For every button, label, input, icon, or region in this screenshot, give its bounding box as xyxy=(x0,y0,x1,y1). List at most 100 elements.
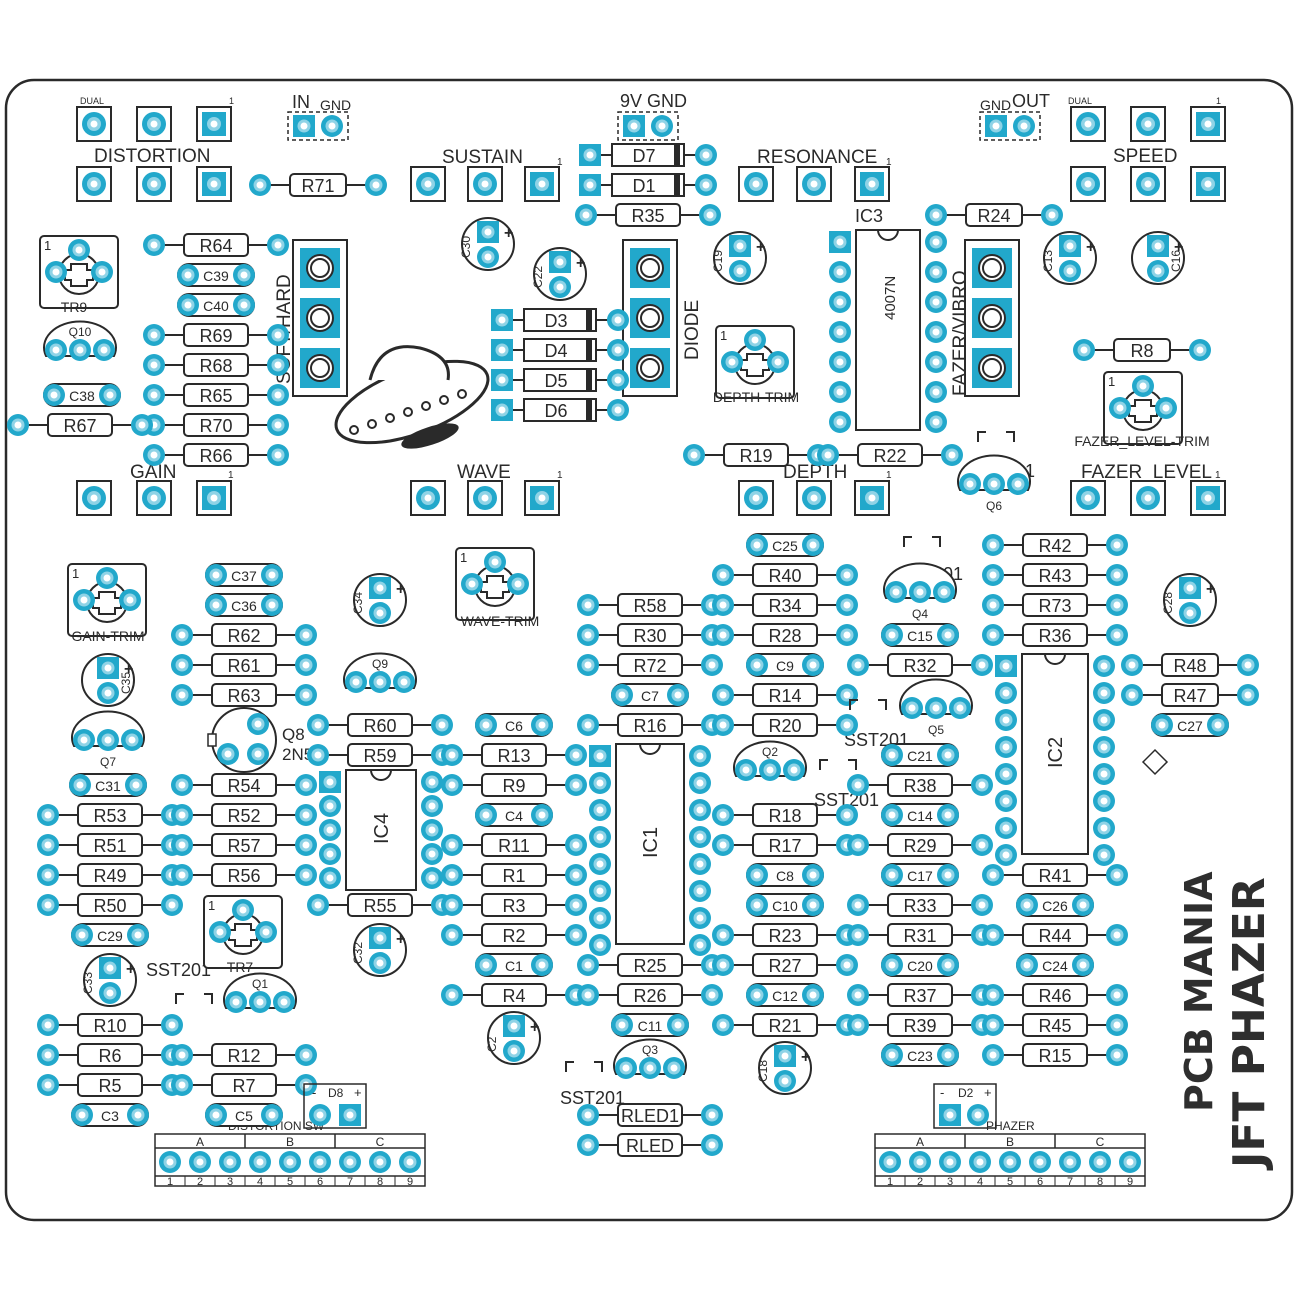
pad xyxy=(161,894,183,916)
pad xyxy=(267,324,289,346)
silk-label: Q6 xyxy=(986,499,1002,513)
pad xyxy=(37,1074,59,1096)
silk-label: TR9 xyxy=(61,299,88,315)
square-pad xyxy=(623,115,645,137)
pad xyxy=(267,354,289,376)
silk-label: C xyxy=(1096,1135,1105,1149)
pad xyxy=(689,799,711,821)
square-pad xyxy=(774,1045,796,1067)
silk-label: DIODE xyxy=(682,300,703,360)
pad xyxy=(589,853,611,875)
pad xyxy=(937,1044,959,1066)
pad xyxy=(143,384,165,406)
silk-label: + xyxy=(504,225,513,242)
capacitor-C15: C15 xyxy=(881,623,959,647)
pad xyxy=(577,624,599,646)
pad xyxy=(225,991,247,1013)
pad xyxy=(817,444,839,466)
silk-label: R15 xyxy=(1038,1046,1071,1066)
resistor-R23: R23 xyxy=(712,923,858,947)
resistor-R72: R72 xyxy=(577,653,723,677)
pad xyxy=(127,1104,149,1126)
pad xyxy=(885,581,907,603)
silk-label: 8 xyxy=(377,1176,383,1188)
resistor-R14: R14 xyxy=(712,683,858,707)
pad xyxy=(503,1040,525,1062)
transistor-Q10: Q10 xyxy=(43,320,117,361)
pad xyxy=(881,954,903,976)
pad xyxy=(995,844,1017,866)
silk-label: R28 xyxy=(768,626,801,646)
silk-label: C34 xyxy=(351,592,365,614)
silk-label: 4 xyxy=(977,1176,983,1188)
silk-label: + xyxy=(984,1085,992,1100)
pad xyxy=(441,834,463,856)
silk-label: R34 xyxy=(768,596,801,616)
silk-label: C23 xyxy=(907,1048,933,1064)
silk-label: Q3 xyxy=(642,1043,658,1057)
pad xyxy=(171,1074,193,1096)
pad xyxy=(565,744,587,766)
pad xyxy=(925,411,947,433)
silk-label: R59 xyxy=(363,746,396,766)
pad xyxy=(802,534,824,556)
pad xyxy=(295,684,317,706)
pad xyxy=(171,654,193,676)
silk-label: C32 xyxy=(351,942,365,964)
capacitor-C6: C6 xyxy=(475,713,553,737)
pad xyxy=(701,654,723,676)
square-pad xyxy=(477,221,499,243)
pad xyxy=(589,799,611,821)
pad xyxy=(247,743,269,765)
pad xyxy=(196,106,232,142)
pad xyxy=(829,261,851,283)
square-pad xyxy=(339,1104,361,1126)
pad xyxy=(721,351,743,373)
resistor-R33: R33 xyxy=(847,893,993,917)
pad xyxy=(441,924,463,946)
pad xyxy=(879,1151,901,1173)
pad xyxy=(475,954,497,976)
silk-label: + xyxy=(396,931,405,948)
silk-label: 1 xyxy=(1215,470,1221,481)
pad xyxy=(971,774,993,796)
silk-label: 8 xyxy=(1097,1176,1103,1188)
capacitor-C17: C17 xyxy=(881,863,959,887)
pad xyxy=(611,684,633,706)
pad xyxy=(91,261,113,283)
resistor-R26: R26 xyxy=(577,983,723,1007)
silk-label: C29 xyxy=(97,928,123,944)
transistor-Q5: Q5 xyxy=(899,678,973,737)
silk-label: A xyxy=(916,1135,924,1149)
pad xyxy=(1237,684,1259,706)
silk-label: + xyxy=(801,1049,810,1066)
silk-label: 1 xyxy=(228,470,234,481)
silk-label: IN xyxy=(292,92,310,112)
pad xyxy=(68,239,90,261)
pad xyxy=(982,624,1004,646)
resistor-R28: R28 xyxy=(712,623,858,647)
silk-label: D8 xyxy=(328,1086,344,1100)
pad xyxy=(1189,339,1211,361)
silk-label: Q7 xyxy=(100,755,116,769)
pad xyxy=(267,384,289,406)
pad xyxy=(1106,534,1128,556)
silk-label: R62 xyxy=(227,626,260,646)
pad xyxy=(159,1151,181,1173)
pad xyxy=(565,924,587,946)
silk-label: R6 xyxy=(98,1046,121,1066)
pad xyxy=(881,864,903,886)
ufo-logo xyxy=(334,345,490,449)
pad xyxy=(261,564,283,586)
silk-label: R30 xyxy=(633,626,666,646)
pad xyxy=(937,744,959,766)
silk-label: R52 xyxy=(227,806,260,826)
pad xyxy=(701,1104,723,1126)
silk-label: PHAZER xyxy=(986,1119,1035,1133)
pad xyxy=(802,894,824,916)
